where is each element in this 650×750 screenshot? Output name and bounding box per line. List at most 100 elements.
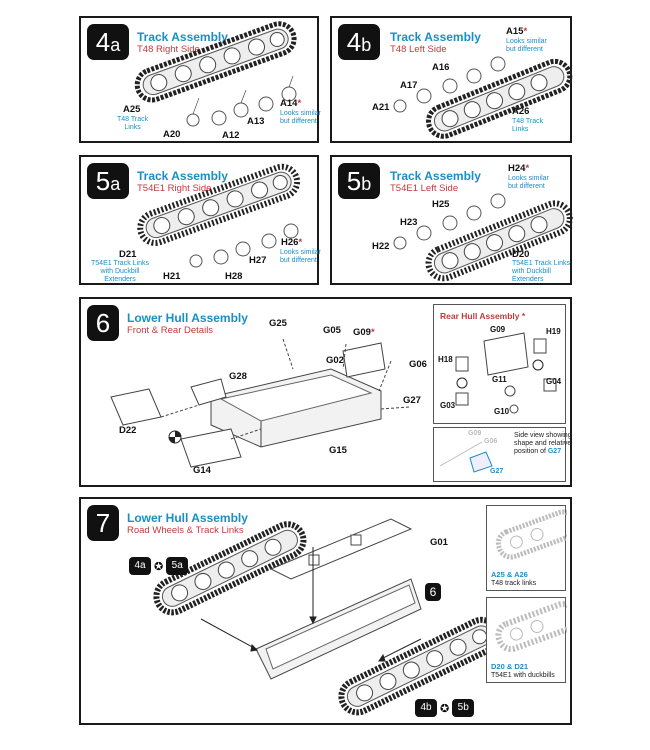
combine-icon: ✪	[440, 702, 450, 715]
label-h27: H27	[249, 255, 267, 266]
label-h28: H28	[225, 271, 243, 282]
label-a13: A13	[247, 116, 265, 127]
refs-bottom: 4b ✪ 5b	[415, 699, 475, 717]
step-6-subtitle: Front & Rear Details	[127, 325, 214, 336]
label-g02: G02	[326, 355, 344, 366]
rear-label-h19: H19	[546, 327, 561, 336]
inset-t48-code: A25 & A26	[491, 570, 528, 579]
label-h24: H24*	[508, 163, 530, 174]
step-5a-panel: 5a Track Assembly T54E1 Right Side D21 T…	[79, 155, 321, 285]
label-g15: G15	[329, 445, 347, 456]
step-7-title: Lower Hull Assembly	[127, 511, 248, 525]
label-g25: G25	[269, 318, 287, 329]
track-inset-t54e1-drawing	[495, 601, 567, 653]
refs-top: 4a ✪ 5a	[129, 557, 189, 575]
note-d21: T54E1 Track Links with Duckbill Extender…	[91, 260, 149, 283]
label-a12: A12	[222, 130, 240, 141]
side-label-g09: G09	[468, 430, 482, 437]
side-view-inset: G09 G06 G27 Side view showing shape and …	[433, 427, 572, 482]
side-view-note: Side view showing shape and relative pos…	[514, 432, 572, 455]
step-7-subtitle: Road Wheels & Track Links	[127, 525, 244, 536]
ref-4b-badge: 4b	[415, 699, 437, 717]
side-view-drawing	[439, 441, 493, 473]
label-a16: A16	[432, 62, 450, 73]
label-a20: A20	[163, 129, 181, 140]
rear-hull-drawing	[455, 332, 557, 414]
label-h23: H23	[400, 217, 418, 228]
side-label-g27: G27	[490, 468, 504, 475]
step-4a-title: Track Assembly	[137, 30, 228, 44]
step-5b-badge: 5b	[338, 163, 380, 199]
rear-label-h18: H18	[438, 355, 453, 364]
step-4b-drawing	[393, 56, 573, 139]
step-4a-subtitle: T48 Right Side	[137, 44, 200, 55]
step-4b-badge: 4b	[338, 24, 380, 60]
step-7-drawing	[153, 518, 501, 716]
step-5b-drawing	[393, 193, 573, 282]
ref-5a-badge: 5a	[166, 557, 189, 575]
step-6-drawing	[110, 338, 410, 468]
step-5b-title: Track Assembly	[390, 169, 481, 183]
track-inset-t54e1: D20 & D21 T54E1 with duckbills	[486, 597, 567, 683]
label-g06: G06	[409, 359, 427, 370]
rear-label-g11: G11	[492, 375, 507, 384]
step-4b-title: Track Assembly	[390, 30, 481, 44]
label-a25: A25	[123, 104, 141, 115]
step-4a-panel: 4a Track Assembly T48 Right Side A25 T48…	[79, 16, 321, 143]
combine-icon: ✪	[154, 560, 164, 573]
step-4a-drawing	[134, 21, 297, 127]
step-5a-title: Track Assembly	[137, 169, 228, 183]
note-d20: T54E1 Track Links with Duckbill Extender…	[512, 260, 570, 283]
rear-label-g10: G10	[494, 407, 510, 416]
rear-hull-title: Rear Hull Assembly *	[440, 311, 526, 321]
inset-t48-text: T48 track links	[491, 580, 537, 587]
label-a21: A21	[372, 102, 390, 113]
step-7-badge: 7	[87, 505, 119, 541]
step-6-title: Lower Hull Assembly	[127, 311, 248, 325]
label-g09: G09*	[353, 327, 375, 338]
label-h26: H26*	[281, 237, 303, 248]
note-a26: T48 Track Links	[512, 118, 544, 133]
label-h21: H21	[163, 271, 181, 282]
step-5a-subtitle: T54E1 Right Side	[137, 183, 212, 194]
step-4b-subtitle: T48 Left Side	[390, 44, 447, 55]
step-5b-panel: 5b Track Assembly T54E1 Left Side H24* L…	[330, 155, 573, 285]
note-h24: Looks similar but different	[508, 175, 549, 190]
label-h22: H22	[372, 241, 390, 252]
step-6-panel: 6 Lower Hull Assembly Front & Rear Detai…	[79, 297, 572, 487]
label-d22: D22	[119, 425, 137, 436]
label-h25: H25	[432, 199, 450, 210]
label-g01: G01	[430, 537, 448, 548]
note-h26: Looks similar but different	[280, 249, 321, 264]
label-a15: A15*	[506, 26, 528, 37]
side-label-g06: G06	[484, 438, 498, 445]
label-d21: D21	[119, 249, 137, 260]
rear-label-g09: G09	[490, 325, 506, 334]
ref-4a-badge: 4a	[129, 557, 151, 575]
step-4a-badge: 4a	[87, 24, 129, 60]
label-g14: G14	[193, 465, 211, 476]
label-a14: A14*	[280, 98, 302, 109]
step-5a-badge: 5a	[87, 163, 129, 199]
rear-hull-inset: Rear Hull Assembly * G09 H19 H18 G11 G04…	[433, 304, 566, 424]
label-d20: D20	[512, 249, 530, 260]
ref-5b-badge: 5b	[452, 699, 475, 717]
label-g28: G28	[229, 371, 247, 382]
step-6-badge: 6	[87, 305, 119, 341]
rear-label-g03: G03	[440, 401, 456, 410]
track-inset-t48: A25 & A26 T48 track links	[486, 505, 567, 591]
step-4b-panel: 4b Track Assembly T48 Left Side A15* Loo…	[330, 16, 573, 143]
label-a17: A17	[400, 80, 418, 91]
step-5a-drawing	[137, 163, 301, 268]
ref-step-6-badge: 6	[425, 583, 441, 601]
note-a14: Looks similar but different	[280, 110, 321, 125]
inset-t54e1-text: T54E1 with duckbills	[491, 672, 555, 679]
label-a26: A26	[512, 106, 530, 117]
inset-t54e1-code: D20 & D21	[491, 662, 529, 671]
note-a15: Looks similar but different	[506, 38, 547, 53]
step-5b-subtitle: T54E1 Left Side	[390, 183, 459, 194]
step-7-panel: 7 Lower Hull Assembly Road Wheels & Trac…	[79, 497, 572, 725]
label-g27: G27	[403, 395, 421, 406]
rear-label-g04: G04	[546, 377, 562, 386]
note-a25: T48 Track Links	[117, 116, 149, 131]
